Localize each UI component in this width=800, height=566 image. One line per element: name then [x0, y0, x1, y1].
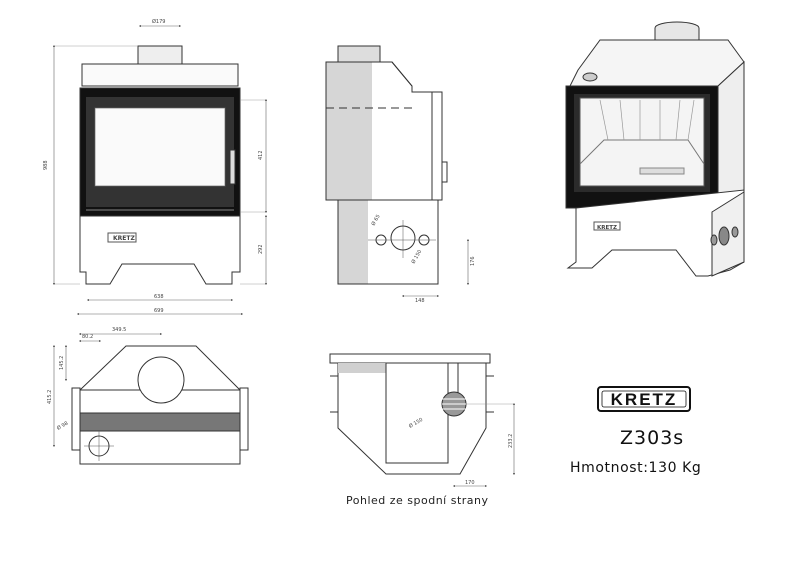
dim-front-total-height: 988	[43, 160, 49, 170]
kretz-logo	[597, 386, 691, 412]
dim-front-flue: Ø179	[152, 18, 165, 25]
front-base	[79, 215, 241, 285]
bottom-view	[329, 353, 516, 488]
model-name: Z303s	[620, 427, 684, 449]
dim-top-hole: Ø 98	[56, 420, 70, 432]
dim-bottom-offset: 170	[465, 480, 475, 486]
dim-side-hole-offset: 148	[415, 298, 425, 304]
dim-top-offset-a: 80.2	[82, 334, 93, 340]
dim-top-depth-a: 145.2	[59, 356, 65, 370]
perspective-plate-text: KRETZ	[597, 225, 617, 231]
side-flue-collar	[337, 45, 381, 63]
dim-front-base-height: 292	[258, 244, 264, 254]
top-flue-circle	[137, 356, 185, 404]
perspective-view	[565, 21, 745, 277]
weight-label: Hmotnost:130 Kg	[570, 460, 701, 476]
dim-top-depth-b: 415.2	[47, 390, 53, 404]
front-plate-text: KRETZ	[113, 235, 135, 242]
top-view	[52, 332, 249, 465]
dim-top-offset-b: 349.5	[112, 327, 126, 333]
dim-front-total-width: 699	[154, 308, 164, 314]
kretz-logo-text: KRETZ	[611, 390, 678, 409]
dim-front-glass-height: 412	[258, 150, 264, 160]
bottom-view-caption: Pohled ze spodní strany	[346, 494, 489, 507]
dim-side-hole-height: 176	[470, 256, 476, 266]
front-door-handle	[229, 149, 236, 185]
front-hood	[81, 63, 239, 87]
front-base-label	[107, 232, 137, 243]
dim-front-inner-width: 638	[154, 294, 164, 300]
side-view	[325, 45, 470, 298]
front-flue-collar	[137, 45, 183, 65]
front-view	[52, 24, 268, 316]
front-glass	[94, 107, 226, 187]
dim-bottom-height: 233.2	[508, 434, 514, 448]
